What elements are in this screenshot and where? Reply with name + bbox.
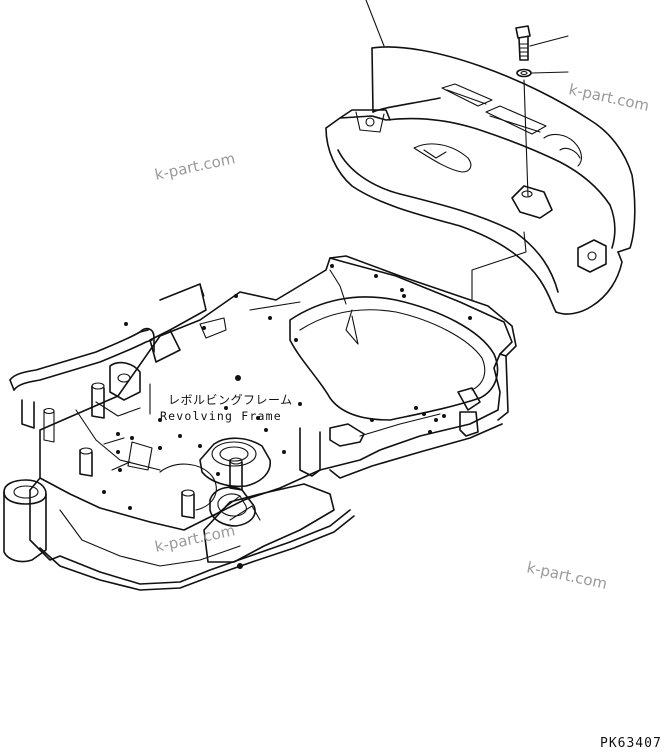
bolt [515, 25, 531, 61]
center-line-frame [471, 231, 527, 301]
frame-label-jp: レボルビングフレーム [168, 393, 293, 407]
watermark-1: k-part.com [567, 80, 651, 115]
counterweight [325, 46, 636, 315]
frame-label-en: Revolving Frame [160, 409, 282, 423]
watermark-2: k-part.com [153, 149, 237, 184]
washer [516, 68, 532, 78]
leader-counterweight [365, 0, 385, 47]
figure-code: PK63407 [600, 736, 662, 751]
frame-bolt-holes [102, 264, 472, 569]
watermark-4: k-part.com [525, 558, 609, 593]
center-line-bolt [523, 79, 529, 197]
watermark-3: k-part.com [153, 521, 237, 556]
leader-bolt [529, 35, 569, 47]
revolving-frame [3, 255, 517, 591]
leader-washer [531, 71, 569, 74]
